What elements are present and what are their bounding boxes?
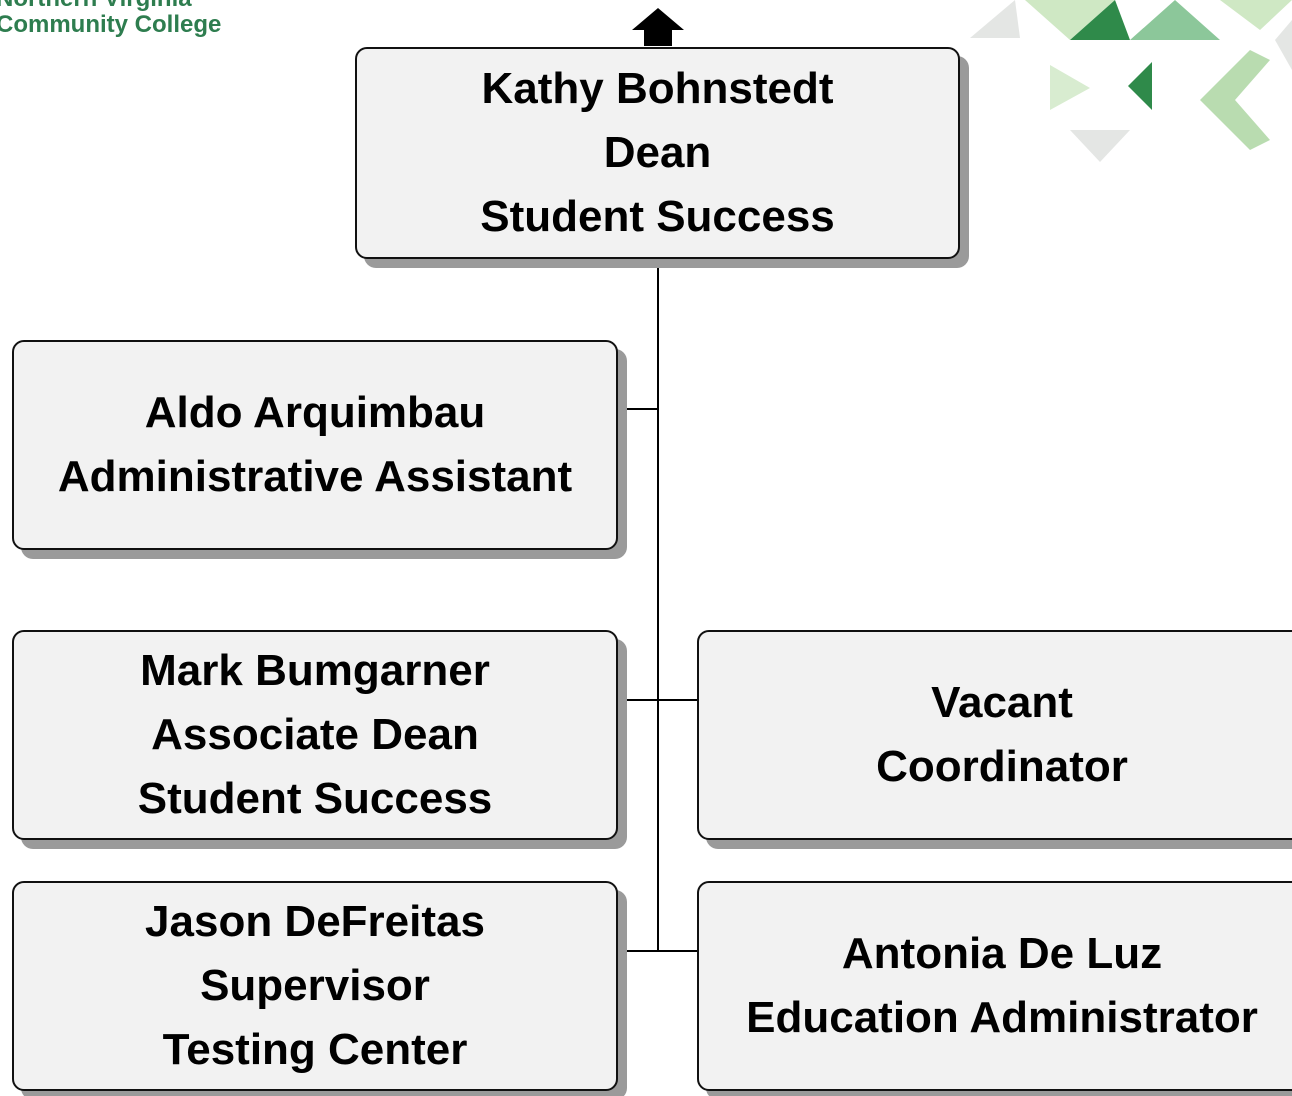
node-title: Administrative Assistant xyxy=(57,452,573,501)
org-node-testing-supervisor[interactable]: Jason DeFreitas Supervisor Testing Cente… xyxy=(12,881,618,1091)
node-name: Mark Bumgarner xyxy=(140,646,490,695)
triangle-pattern-decoration xyxy=(970,0,1292,162)
node-name: Vacant xyxy=(931,678,1073,727)
node-name: Aldo Arquimbau xyxy=(144,388,486,437)
node-unit: Student Success xyxy=(480,192,835,241)
deco-light-triangle xyxy=(1025,0,1115,40)
org-node-education-administrator[interactable]: Antonia De Luz Education Administrator xyxy=(697,881,1292,1091)
logo-line-1: Northern Virginia xyxy=(0,0,221,12)
node-title: Education Administrator xyxy=(746,993,1258,1042)
org-node-administrative-assistant[interactable]: Aldo Arquimbau Administrative Assistant xyxy=(12,340,618,550)
deco-grey-triangle xyxy=(970,0,1020,38)
node-title: Associate Dean xyxy=(151,710,479,759)
org-node-coordinator[interactable]: Vacant Coordinator xyxy=(697,630,1292,840)
node-unit: Testing Center xyxy=(162,1025,468,1074)
deco-dark-triangle xyxy=(1070,0,1130,40)
deco-mid-chevron xyxy=(1200,50,1270,150)
node-name: Kathy Bohnstedt xyxy=(481,64,834,113)
up-arrow-icon[interactable] xyxy=(630,6,686,46)
deco-light-arrow-right xyxy=(1050,65,1090,110)
node-title: Coordinator xyxy=(876,742,1128,791)
deco-grey-bottom-triangle xyxy=(1070,130,1130,162)
deco-grey-right-triangle xyxy=(1275,20,1292,70)
node-unit: Student Success xyxy=(137,774,493,823)
node-title: Supervisor xyxy=(200,961,430,1010)
node-title: Dean xyxy=(603,128,712,177)
deco-dark-arrow-left xyxy=(1128,62,1152,110)
college-logo: Northern Virginia Community College xyxy=(0,0,221,38)
node-name: Antonia De Luz xyxy=(841,929,1163,978)
deco-light-triangle-2 xyxy=(1220,0,1292,30)
org-node-dean[interactable]: Kathy Bohnstedt Dean Student Success xyxy=(355,47,960,259)
org-node-associate-dean[interactable]: Mark Bumgarner Associate Dean Student Su… xyxy=(12,630,618,840)
node-name: Jason DeFreitas xyxy=(145,897,485,946)
deco-mid-triangle xyxy=(1130,0,1220,40)
logo-line-2: Community College xyxy=(0,11,222,38)
